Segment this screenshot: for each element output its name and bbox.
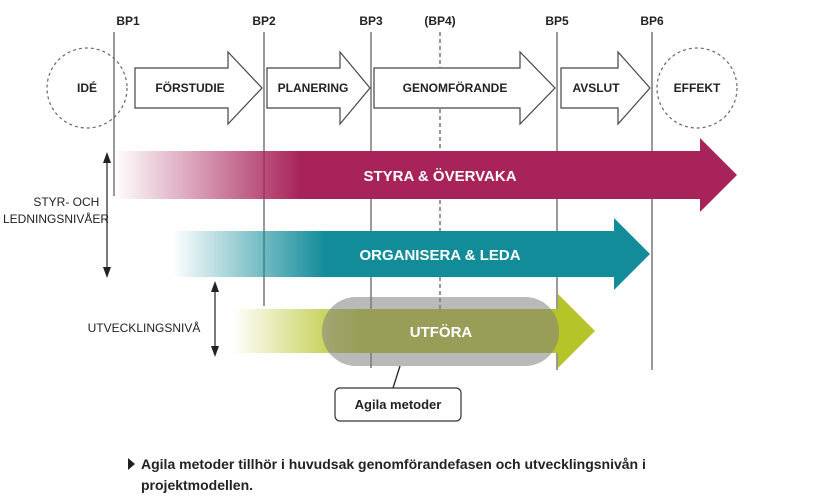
phase-arrow-forstudie — [134, 50, 263, 126]
arrow-label-utfora: UTFÖRA — [410, 324, 473, 341]
arrow-styra-overvaka — [114, 138, 737, 212]
agile-methods-callout — [334, 387, 462, 422]
milestone-label-bp3: BP3 — [359, 14, 383, 28]
agile-methods-label: Agila metoder — [355, 397, 442, 412]
phase-label-avslut: AVSLUT — [572, 81, 620, 95]
milestone-label-bp5: BP5 — [545, 14, 569, 28]
phase-label-start: IDÉ — [77, 80, 97, 95]
phase-label-genomforande: GENOMFÖRANDE — [403, 80, 508, 95]
arrow-label-styra-overvaka: STYRA & ÖVERVAKA — [363, 168, 516, 185]
phase-label-forstudie: FÖRSTUDIE — [155, 80, 224, 95]
phase-start-circle — [46, 47, 128, 129]
development-level-arrow-up — [211, 281, 219, 292]
agile-connector — [392, 365, 401, 389]
caption-text: Agila metoder tillhör i huvudsak genomfö… — [141, 456, 646, 493]
milestone-label-bp4: (BP4) — [424, 14, 455, 28]
management-level-arrow-up — [103, 152, 111, 163]
milestone-label-bp6: BP6 — [640, 14, 664, 28]
arrow-organisera-leda — [172, 218, 650, 290]
development-level-label: UTVECKLINGSNIVÅ — [88, 320, 201, 335]
arrow-label-organisera-leda: ORGANISERA & LEDA — [359, 247, 520, 264]
phase-arrow-genomforande — [373, 50, 556, 126]
phase-arrow-planering — [266, 50, 371, 126]
management-level-label-line2: LEDNINGSNIVÅER — [3, 211, 109, 226]
milestone-label-bp1: BP1 — [116, 14, 140, 28]
figure-caption: Agila metoder tillhör i huvudsak genomfö… — [128, 454, 688, 496]
development-level-arrow-down — [211, 346, 219, 357]
management-level-label: STYR- OCH LEDNINGSNIVÅER — [3, 195, 109, 226]
caption-bullet-icon — [128, 458, 135, 470]
phase-label-planering: PLANERING — [278, 81, 349, 95]
management-level-arrow-down — [103, 267, 111, 278]
phase-label-end: EFFEKT — [674, 81, 721, 95]
management-level-label-line1: STYR- OCH — [33, 195, 99, 209]
phase-end-circle — [656, 47, 738, 129]
agile-methods-highlight — [322, 297, 559, 366]
milestone-label-bp2: BP2 — [252, 14, 276, 28]
phase-arrow-avslut — [560, 50, 651, 126]
